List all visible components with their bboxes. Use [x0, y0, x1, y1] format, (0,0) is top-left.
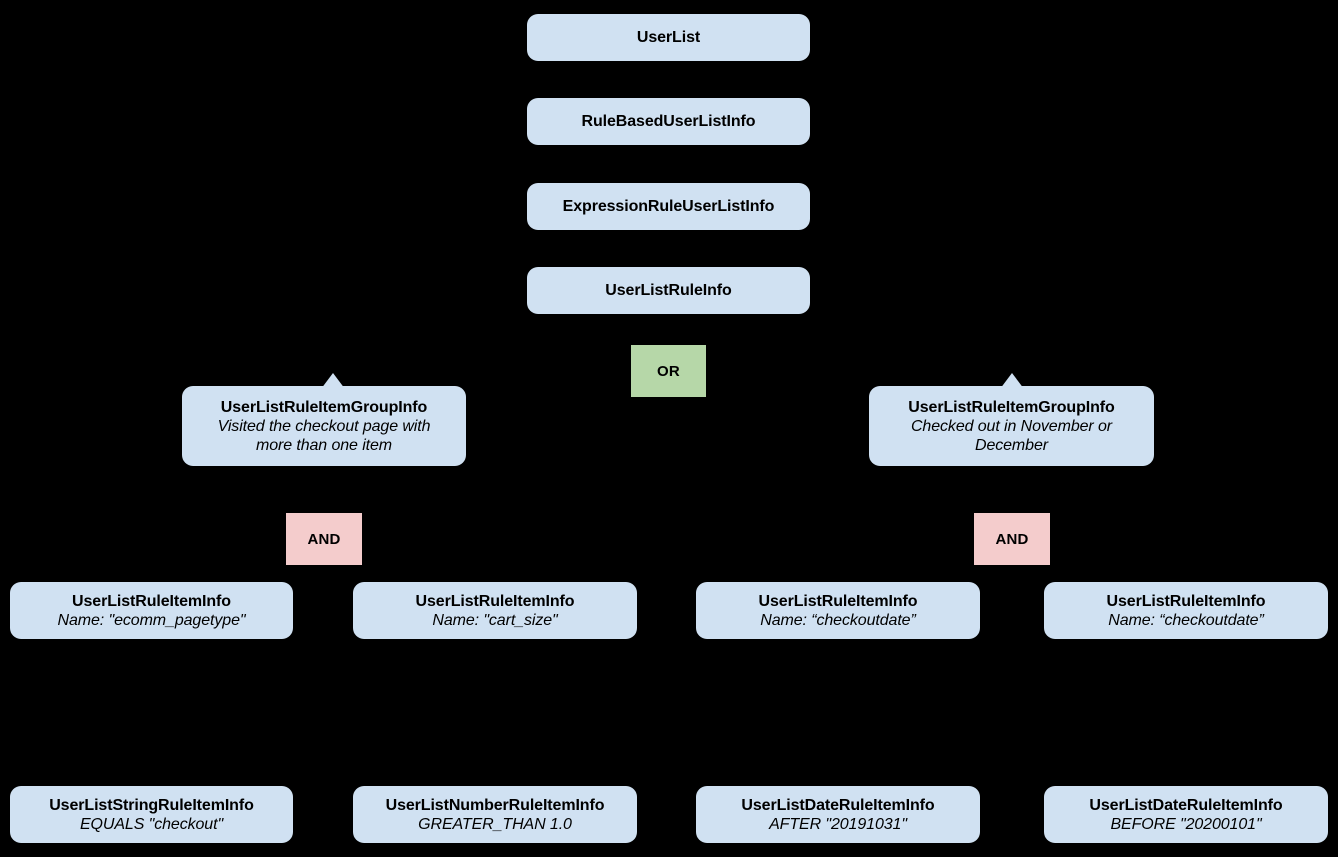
node-subtitle: AFTER "20191031": [769, 815, 907, 833]
node-title: UserList: [636, 29, 701, 46]
node-group-right[interactable]: UserListRuleItemGroupInfo Checked out in…: [869, 386, 1154, 466]
operator-and-left[interactable]: AND: [286, 513, 362, 565]
node-rulebaseduserlistinfo[interactable]: RuleBasedUserListInfo: [527, 98, 810, 145]
node-title: RuleBasedUserListInfo: [581, 113, 756, 130]
operator-and-label: AND: [995, 530, 1029, 548]
node-title: ExpressionRuleUserListInfo: [562, 198, 775, 215]
node-title: UserListRuleInfo: [605, 282, 732, 299]
node-title: UserListRuleItemGroupInfo: [220, 398, 428, 416]
group-right-connector-notch: [1000, 373, 1024, 389]
node-title: UserListStringRuleItemInfo: [49, 796, 254, 814]
group-left-connector-notch: [321, 373, 345, 389]
node-title: UserListDateRuleItemInfo: [741, 796, 935, 814]
node-title: UserListRuleItemGroupInfo: [908, 398, 1115, 416]
node-subtitle: EQUALS "checkout": [79, 815, 224, 833]
node-subtitle: Checked out in November or December: [910, 417, 1113, 454]
node-title: UserListRuleItemInfo: [415, 592, 575, 610]
node-subtitle: GREATER_THAN 1.0: [418, 815, 572, 833]
node-title: UserListRuleItemInfo: [758, 592, 918, 610]
node-title: UserListRuleItemInfo: [1106, 592, 1266, 610]
node-rule-item-2[interactable]: UserListRuleItemInfo Name: "cart_size": [353, 582, 637, 639]
node-leaf-3[interactable]: UserListDateRuleItemInfo AFTER "20191031…: [696, 786, 980, 843]
node-title: UserListNumberRuleItemInfo: [385, 796, 605, 814]
node-rule-item-3[interactable]: UserListRuleItemInfo Name: “checkoutdate…: [696, 582, 980, 639]
node-subtitle: Name: “checkoutdate”: [1108, 611, 1264, 629]
node-userlistruleinfo[interactable]: UserListRuleInfo: [527, 267, 810, 314]
node-subtitle: Name: “checkoutdate”: [760, 611, 916, 629]
node-subtitle: BEFORE "20200101": [1110, 815, 1262, 833]
operator-or-label: OR: [657, 362, 680, 380]
node-leaf-2[interactable]: UserListNumberRuleItemInfo GREATER_THAN …: [353, 786, 637, 843]
node-group-left[interactable]: UserListRuleItemGroupInfo Visited the ch…: [182, 386, 466, 466]
node-rule-item-4[interactable]: UserListRuleItemInfo Name: “checkoutdate…: [1044, 582, 1328, 639]
node-title: UserListDateRuleItemInfo: [1089, 796, 1283, 814]
node-subtitle: Name: "ecomm_pagetype": [57, 611, 246, 629]
node-subtitle: Visited the checkout page with more than…: [217, 417, 431, 454]
node-leaf-1[interactable]: UserListStringRuleItemInfo EQUALS "check…: [10, 786, 293, 843]
node-rule-item-1[interactable]: UserListRuleItemInfo Name: "ecomm_pagety…: [10, 582, 293, 639]
operator-or[interactable]: OR: [631, 345, 706, 397]
operator-and-label: AND: [307, 530, 341, 548]
node-title: UserListRuleItemInfo: [72, 592, 231, 610]
node-userlist[interactable]: UserList: [527, 14, 810, 61]
operator-and-right[interactable]: AND: [974, 513, 1050, 565]
node-subtitle: Name: "cart_size": [432, 611, 558, 629]
node-leaf-4[interactable]: UserListDateRuleItemInfo BEFORE "2020010…: [1044, 786, 1328, 843]
node-expressionruleuserlistinfo[interactable]: ExpressionRuleUserListInfo: [527, 183, 810, 230]
